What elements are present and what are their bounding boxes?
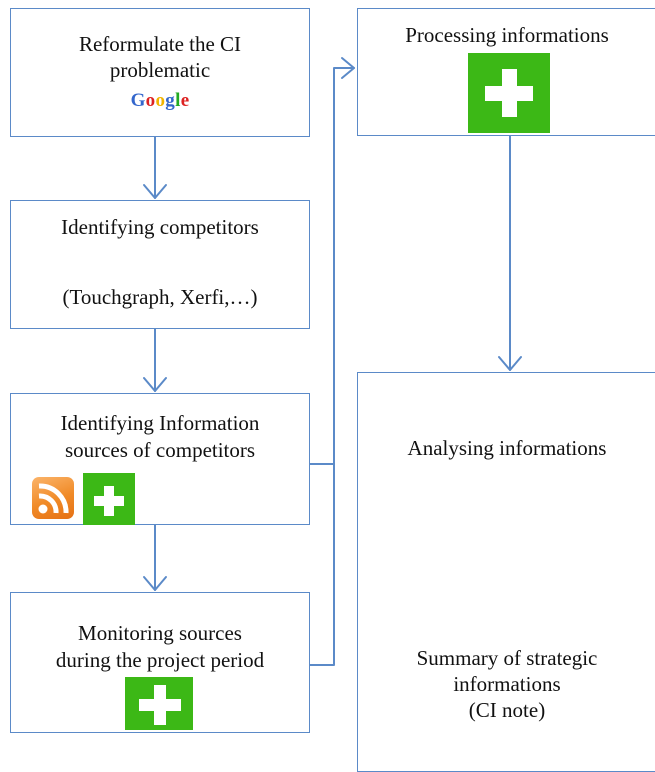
reformulate-line1: Reformulate the CI — [78, 32, 242, 56]
summary-line2: informations — [453, 672, 561, 696]
identifying-sources-line1: Identifying Information — [60, 411, 260, 435]
plus-icon — [125, 677, 193, 730]
monitoring-line1: Monitoring sources — [78, 621, 242, 645]
plus-icon — [468, 53, 550, 133]
analysing-title: Analysing informations — [407, 436, 607, 460]
reformulate-line2: problematic — [109, 58, 211, 82]
monitoring-box: Monitoring sources during the project pe… — [10, 592, 310, 733]
summary-line3: (CI note) — [468, 698, 546, 722]
identifying-competitors-tools: (Touchgraph, Xerfi,…) — [62, 285, 258, 309]
plus-icon — [83, 473, 135, 525]
monitoring-line2: during the project period — [55, 648, 265, 672]
processing-box: Processing informations — [357, 8, 655, 136]
reformulate-box: Reformulate the CI problematic Google — [10, 8, 310, 137]
processing-title: Processing informations — [405, 23, 609, 47]
identifying-competitors-title: Identifying competitors — [61, 215, 259, 239]
connector-monitoring-to-processing — [309, 463, 335, 666]
identifying-competitors-box: Identifying competitors (Touchgraph, Xer… — [10, 200, 310, 329]
connector-sources-to-processing — [309, 67, 355, 465]
identifying-sources-box: Identifying Information sources of compe… — [10, 393, 310, 525]
analysing-box: Analysing informations Summary of strate… — [357, 372, 655, 772]
summary-line1: Summary of strategic — [416, 646, 598, 670]
google-logo: Google — [130, 90, 190, 111]
rss-icon — [32, 477, 74, 519]
identifying-sources-line2: sources of competitors — [64, 438, 256, 462]
